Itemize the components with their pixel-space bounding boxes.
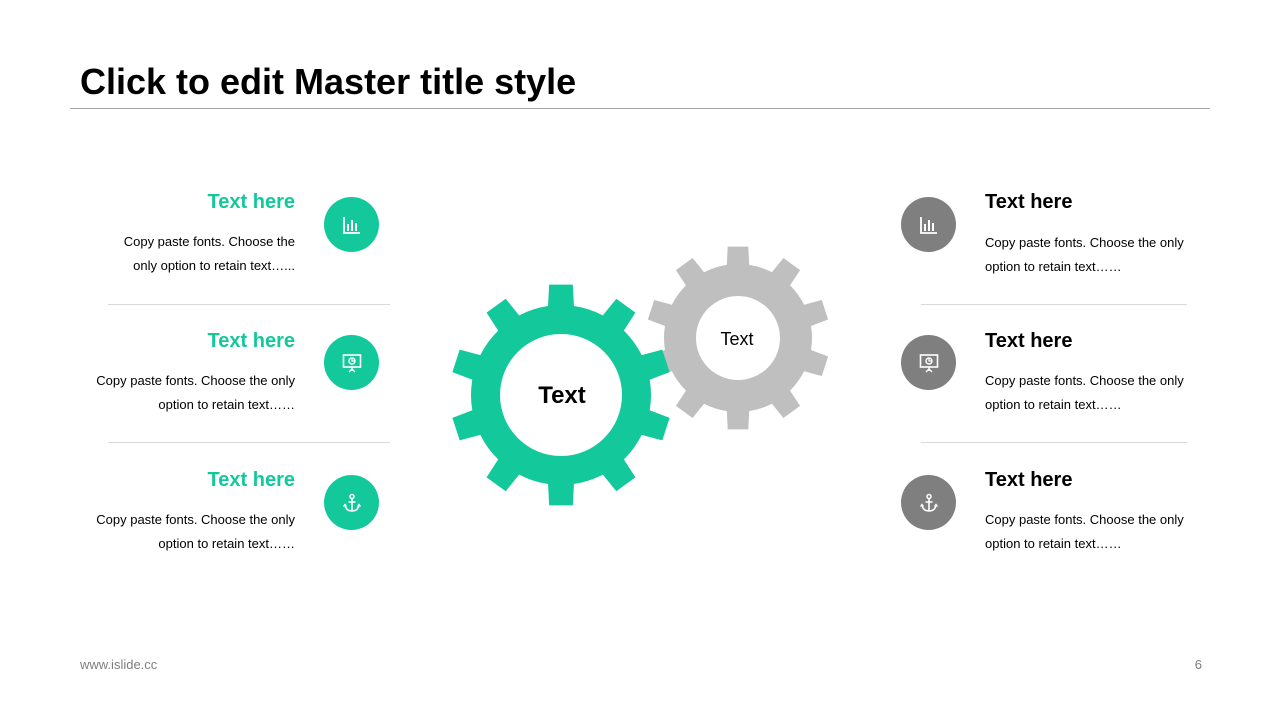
right-item-body: Copy paste fonts. Choose the only option…: [985, 369, 1184, 417]
body-line: option to retain text……: [158, 536, 295, 551]
body-line: Copy paste fonts. Choose the only: [96, 373, 295, 388]
body-line: Copy paste fonts. Choose the only: [985, 235, 1184, 250]
left-item-body: Copy paste fonts. Choose the only option…: [124, 230, 295, 278]
body-line: Copy paste fonts. Choose the: [123, 234, 295, 249]
right-item-heading: Text here: [985, 330, 1073, 352]
left-item-body: Copy paste fonts. Choose the only option…: [96, 369, 295, 417]
secondary-gear-label[interactable]: Text: [720, 329, 754, 349]
left-item-heading: Text here: [207, 330, 295, 352]
bar-chart-icon: [342, 216, 360, 234]
body-line: option to retain text……: [985, 397, 1122, 412]
anchor-icon: [342, 493, 361, 512]
bar-chart-icon-circle[interactable]: [324, 197, 379, 252]
left-item-heading: Text here: [207, 191, 295, 213]
body-line: option to retain text……: [985, 259, 1122, 274]
presentation-board-icon: [919, 353, 938, 372]
footer-url[interactable]: www.islide.cc: [80, 657, 158, 672]
right-item-2[interactable]: Text here Copy paste fonts. Choose the o…: [985, 327, 1215, 427]
presentation-board-icon: [342, 353, 361, 372]
left-item-1[interactable]: Text here Copy paste fonts. Choose the o…: [80, 188, 295, 288]
right-item-heading: Text here: [985, 191, 1073, 213]
presentation-board-icon-circle[interactable]: [901, 335, 956, 390]
anchor-icon: [919, 493, 938, 512]
anchor-icon-circle[interactable]: [901, 475, 956, 530]
body-line: Copy paste fonts. Choose the only: [985, 373, 1184, 388]
body-line: Copy paste fonts. Choose the only: [985, 512, 1184, 527]
title-divider: [70, 108, 1210, 109]
left-item-body: Copy paste fonts. Choose the only option…: [96, 508, 295, 556]
left-item-heading: Text here: [207, 469, 295, 491]
page-number: 6: [1194, 657, 1202, 672]
body-line: option to retain text……: [985, 536, 1122, 551]
main-gear-label[interactable]: Text: [538, 382, 586, 409]
presentation-board-icon-circle[interactable]: [324, 335, 379, 390]
body-line: only option to retain text…...: [133, 258, 295, 273]
left-divider-2: [108, 442, 390, 443]
body-line: Copy paste fonts. Choose the only: [96, 512, 295, 527]
bar-chart-icon: [919, 216, 937, 234]
right-item-3[interactable]: Text here Copy paste fonts. Choose the o…: [985, 466, 1215, 566]
right-item-heading: Text here: [985, 469, 1073, 491]
right-item-body: Copy paste fonts. Choose the only option…: [985, 231, 1184, 279]
anchor-icon-circle[interactable]: [324, 475, 379, 530]
left-item-3[interactable]: Text here Copy paste fonts. Choose the o…: [80, 466, 295, 566]
left-divider-1: [108, 304, 390, 305]
bar-chart-icon-circle[interactable]: [901, 197, 956, 252]
right-divider-1: [921, 304, 1187, 305]
slide-title[interactable]: Click to edit Master title style: [80, 61, 577, 102]
right-item-body: Copy paste fonts. Choose the only option…: [985, 508, 1184, 556]
left-item-2[interactable]: Text here Copy paste fonts. Choose the o…: [80, 327, 295, 427]
right-item-1[interactable]: Text here Copy paste fonts. Choose the o…: [985, 188, 1215, 288]
right-divider-2: [921, 442, 1187, 443]
body-line: option to retain text……: [158, 397, 295, 412]
